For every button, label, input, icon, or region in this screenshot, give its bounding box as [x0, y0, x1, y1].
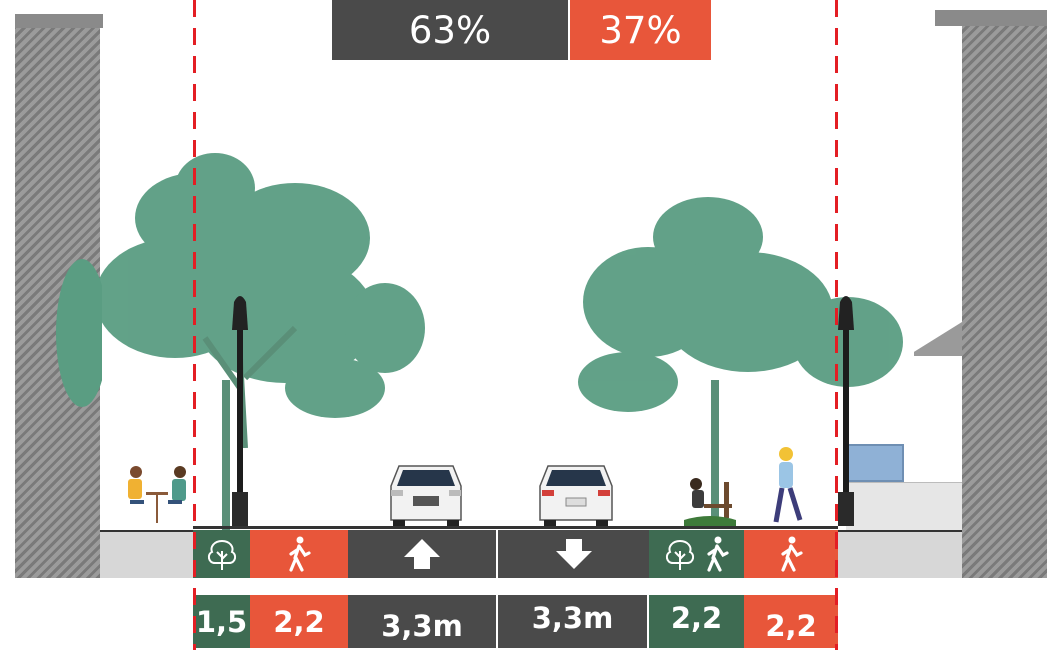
- lane-southbound-band: [498, 530, 649, 578]
- ground-left: [100, 530, 193, 578]
- lane-northbound-band: [348, 530, 498, 578]
- sidewalk-right-band: [744, 530, 838, 578]
- tree-icon: [205, 537, 239, 571]
- arrow-up-icon: [402, 537, 442, 571]
- building-right: [962, 10, 1047, 578]
- seated-person-bench: [680, 476, 740, 526]
- ground-right: [838, 530, 962, 578]
- street-lamp-right: [834, 292, 858, 528]
- storefront-window: [846, 444, 904, 482]
- street-lamp-left: [228, 292, 252, 528]
- tree-trunk-right: [711, 380, 719, 520]
- awning-right: [914, 322, 962, 356]
- tree-strip-left-band: [193, 530, 250, 578]
- pedestrian-share-label: 37%: [570, 0, 711, 60]
- walking-woman: [770, 446, 806, 524]
- measure-lane-southbound: 3,3m: [498, 595, 647, 648]
- car-southbound: [536, 462, 616, 530]
- measure-tree-strip-left: 1,5: [193, 595, 250, 648]
- measure-tree-walk-right: 2,2: [649, 595, 744, 648]
- tree-canopy-left: [95, 148, 435, 448]
- tree-canopy-far-left: [52, 255, 102, 410]
- sidewalk-left-band: [250, 530, 348, 578]
- pedestrian-icon: [777, 536, 805, 572]
- measure-lane-northbound: 3,3m: [348, 595, 496, 648]
- car-northbound: [385, 462, 467, 530]
- tree-canopy-right: [568, 192, 908, 432]
- measure-sidewalk-left: 2,2: [250, 595, 348, 648]
- tree-icon: [663, 537, 697, 571]
- cafe-table-people: [118, 462, 196, 528]
- tree-walk-right-band: [649, 530, 744, 578]
- property-line-left: [193, 0, 196, 650]
- pedestrian-icon: [703, 536, 731, 572]
- building-right-cornice: [935, 10, 1047, 26]
- arrow-down-icon: [554, 537, 594, 571]
- road-surface-line: [193, 526, 838, 529]
- property-line-right: [835, 0, 838, 650]
- traffic-share-label: 63%: [332, 0, 568, 60]
- tree-trunk-left: [222, 380, 230, 530]
- measure-sidewalk-right: 2,2: [744, 595, 838, 648]
- pedestrian-icon: [285, 536, 313, 572]
- storefront-wall: [846, 482, 962, 531]
- building-left-cornice: [15, 14, 103, 28]
